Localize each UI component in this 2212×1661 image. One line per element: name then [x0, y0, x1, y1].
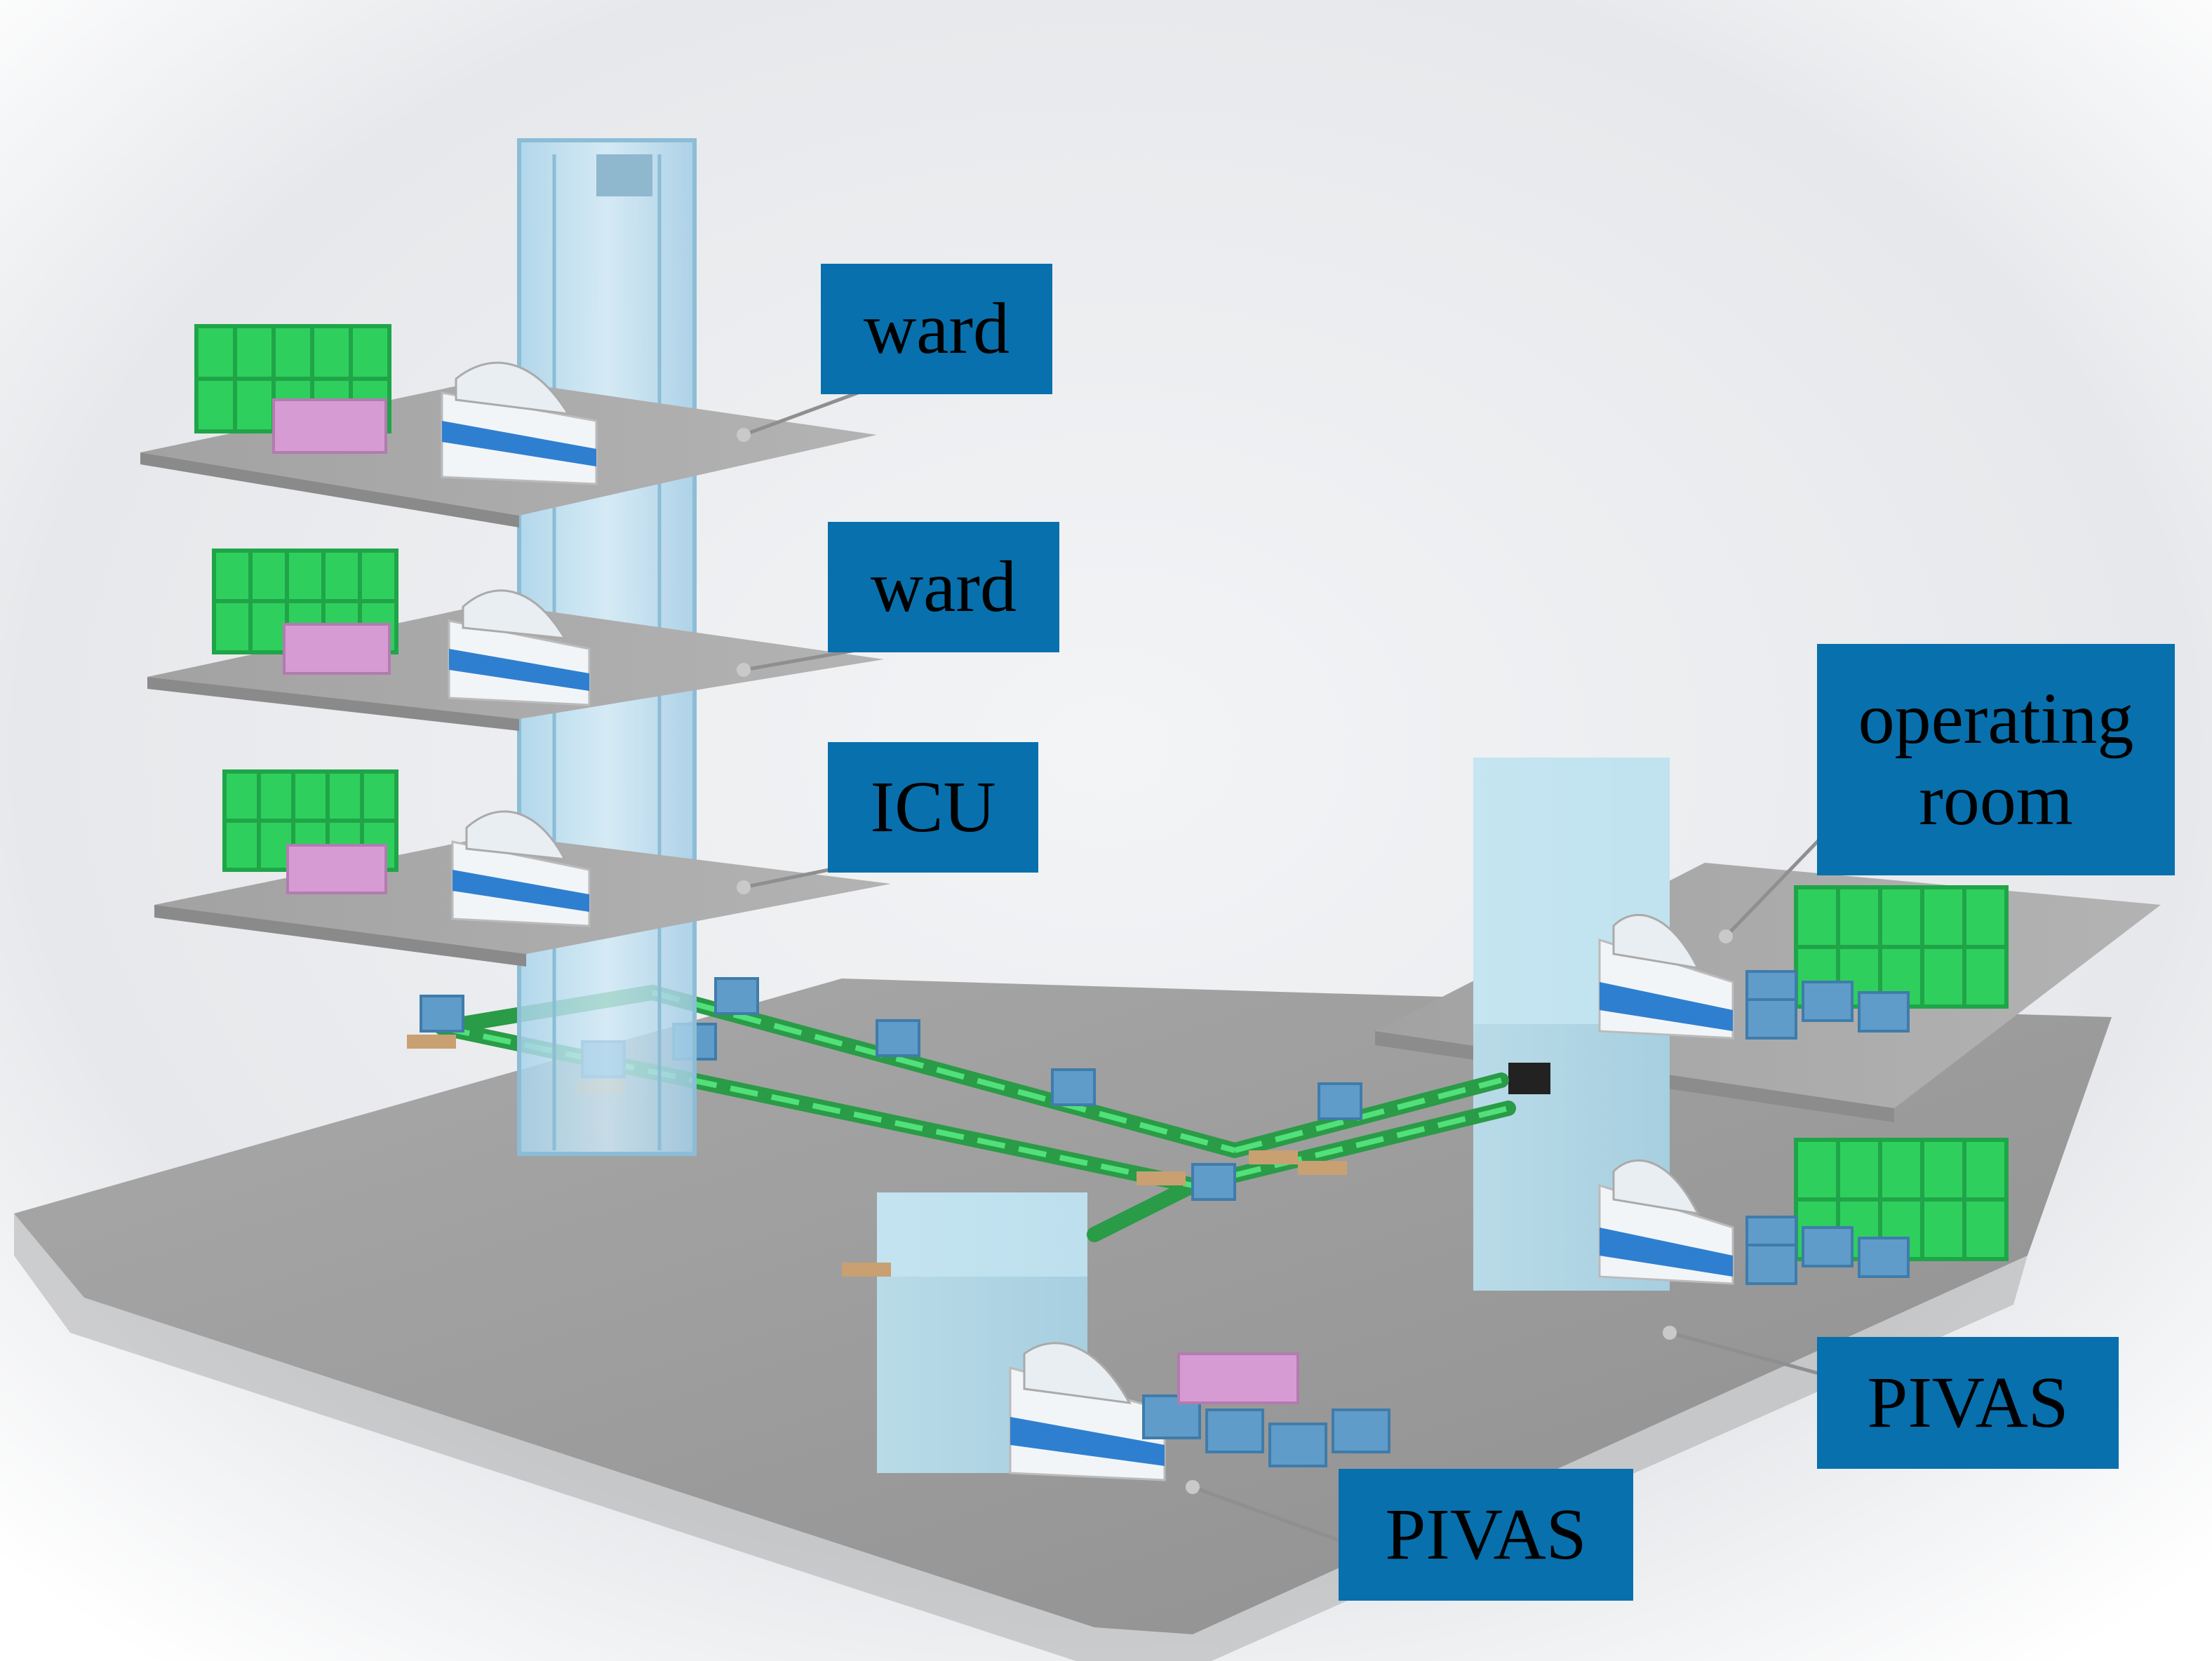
- pivas-bottom-boxes: [1142, 1394, 1390, 1467]
- label-ward-top: ward: [821, 264, 1052, 394]
- label-pivas-bottom: PIVAS: [1339, 1469, 1633, 1601]
- pivas-right-robot: [1598, 1159, 1734, 1285]
- ground-floor-edge: [14, 1213, 2027, 1661]
- conveyor-boxes: [420, 977, 1362, 1201]
- pivas-bottom-cabinet: [1177, 1352, 1299, 1404]
- label-operating-room: operating room: [1817, 644, 2175, 875]
- pivas-right-boxes: [1745, 1216, 1910, 1285]
- label-pivas-right: PIVAS: [1817, 1337, 2119, 1469]
- label-icu: ICU: [828, 742, 1038, 873]
- or-robot: [1598, 914, 1734, 1040]
- icu-floor: [154, 769, 891, 967]
- leader-dots: [737, 428, 1733, 1494]
- label-ward-middle: ward: [828, 522, 1059, 652]
- ward-mid-floor: [147, 549, 884, 731]
- ward-top-floor: [140, 324, 877, 527]
- pivas-bottom-robot: [1009, 1342, 1166, 1481]
- or-boxes: [1745, 970, 1910, 1040]
